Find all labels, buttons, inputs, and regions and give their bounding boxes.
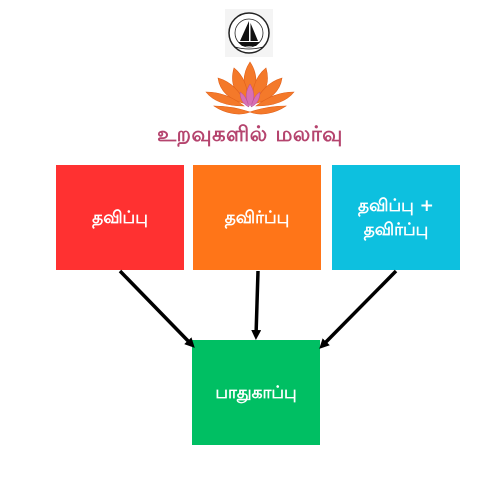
node-avoid-label: தவிப்பு xyxy=(92,207,148,228)
node-avoid: தவிப்பு xyxy=(56,165,184,270)
logo-seal xyxy=(225,9,273,57)
node-combined: தவிப்பு + தவிர்ப்பு xyxy=(332,165,460,270)
node-safety: பாதுகாப்பு xyxy=(192,340,320,445)
node-safety-label: பாதுகாப்பு xyxy=(215,382,297,403)
node-escape-label: தவிர்ப்பு xyxy=(224,207,290,228)
node-combined-label: தவிப்பு + தவிர்ப்பு xyxy=(358,195,434,240)
sailboat-seal-icon xyxy=(225,9,273,57)
edge-avoid-to-safety xyxy=(118,269,195,348)
node-escape: தவிர்ப்பு xyxy=(193,165,321,270)
lotus-flower-icon xyxy=(204,58,296,120)
edge-combined-to-safety xyxy=(319,269,398,349)
diagram-title: உறவுகளில் மலர்வு xyxy=(157,122,343,146)
edge-escape-to-safety xyxy=(251,270,262,340)
